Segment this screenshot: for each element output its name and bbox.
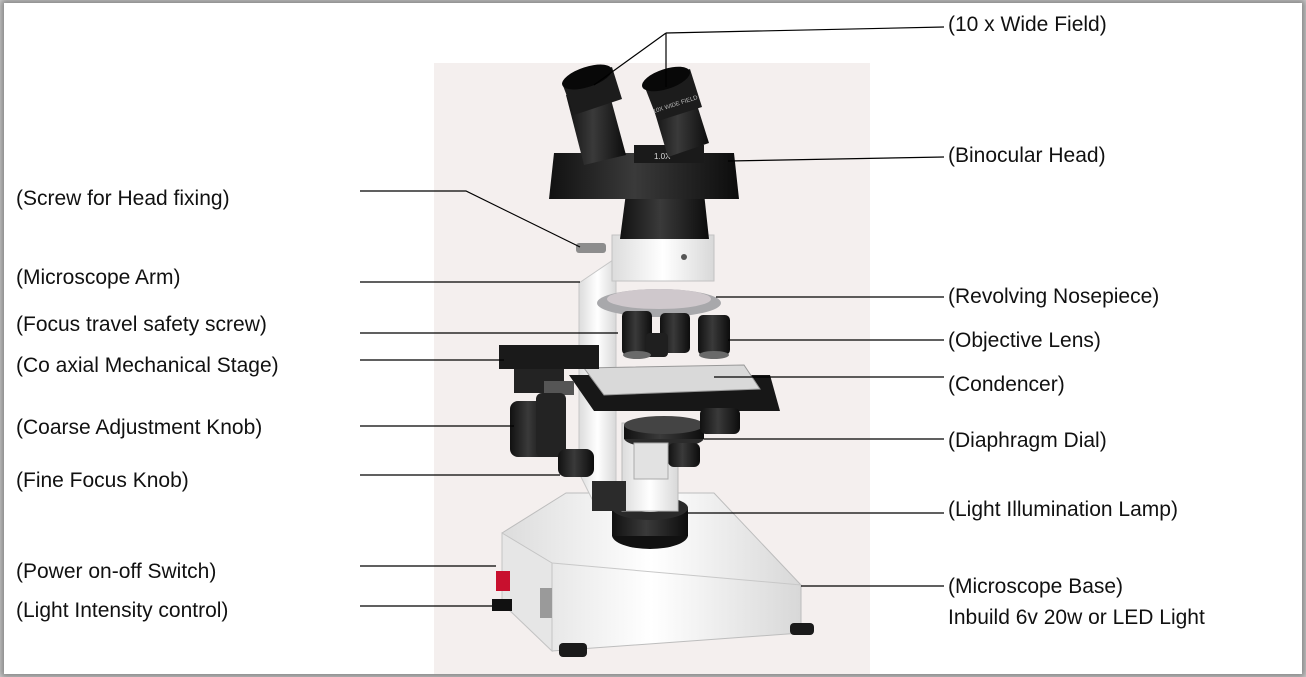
label-base-note: Inbuild 6v 20w or LED Light <box>948 606 1205 630</box>
label-binocular-head: (Binocular Head) <box>948 144 1106 168</box>
label-base: (Microscope Base) <box>948 575 1123 599</box>
binocular-head: 1.0X <box>549 145 739 281</box>
left-eyepiece <box>559 59 626 165</box>
right-eyepiece: 10X WIDE FIELD <box>639 62 709 157</box>
label-wide-field: (10 x Wide Field) <box>948 13 1107 37</box>
right-coarse-knob <box>700 408 740 434</box>
coarse-knob <box>510 393 566 457</box>
label-fine: (Fine Focus Knob) <box>16 469 189 493</box>
label-objective-lens: (Objective Lens) <box>948 329 1101 353</box>
leader-binocular-head <box>728 157 944 161</box>
base-vent <box>540 588 552 618</box>
label-power: (Power on-off Switch) <box>16 560 216 584</box>
revolving-nosepiece <box>597 289 721 317</box>
label-diaphragm: (Diaphragm Dial) <box>948 429 1107 453</box>
label-focus-safety: (Focus travel safety screw) <box>16 313 267 337</box>
leader-wide-field <box>594 27 944 87</box>
label-nosepiece: (Revolving Nosepiece) <box>948 285 1159 309</box>
label-stage: (Co axial Mechanical Stage) <box>16 354 279 378</box>
label-intensity: (Light Intensity control) <box>16 599 228 623</box>
label-arm: (Microscope Arm) <box>16 266 181 290</box>
power-switch <box>496 571 510 591</box>
label-lamp: (Light Illumination Lamp) <box>948 498 1178 522</box>
head-fixing-screw <box>576 243 606 253</box>
label-condenser: (Condencer) <box>948 373 1065 397</box>
label-coarse: (Coarse Adjustment Knob) <box>16 416 262 440</box>
objective-lenses <box>622 311 730 359</box>
label-screw-head: (Screw for Head fixing) <box>16 187 230 211</box>
diagram-frame: 1.0X 10X WIDE FIELD <box>4 3 1302 674</box>
leader-screw-head <box>360 191 580 247</box>
intensity-knob <box>492 599 512 611</box>
